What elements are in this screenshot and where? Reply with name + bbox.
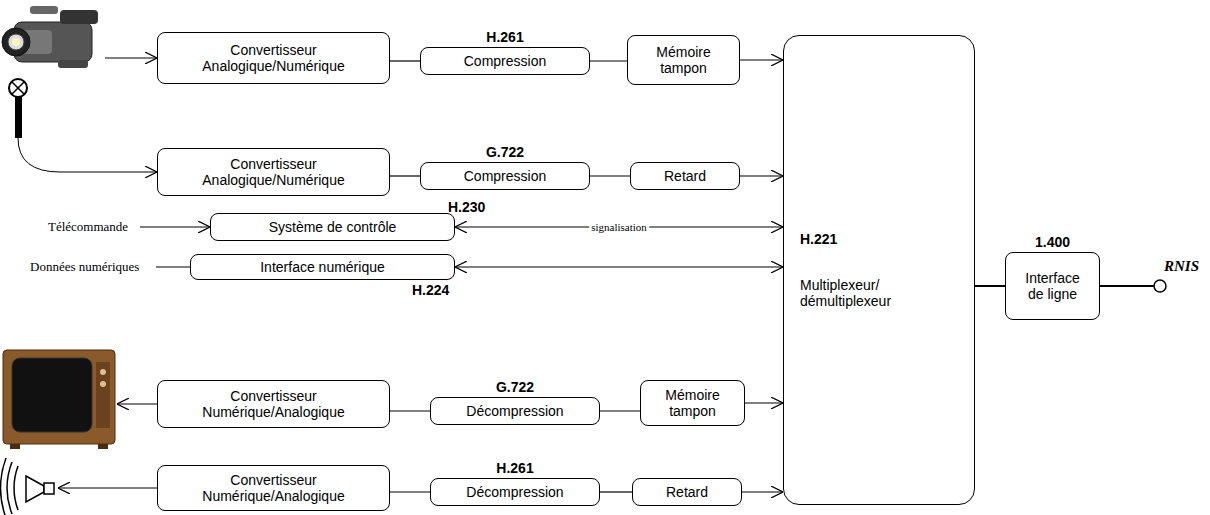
connector xyxy=(740,175,783,176)
text-block: Interface numérique xyxy=(260,259,385,275)
buffer-box: Mémoire tampon xyxy=(627,35,740,85)
decompression-box: DécompressionH.261 xyxy=(430,478,600,506)
box-text: Interface de ligne xyxy=(1017,270,1089,302)
input-line xyxy=(156,267,190,268)
box-text: Mémoire tampon xyxy=(644,44,724,76)
box-text: Convertisseur Analogique/Numérique xyxy=(179,42,369,74)
text-block: Convertisseur Numérique/Analogique xyxy=(179,388,369,420)
text-block: Retard xyxy=(664,168,706,184)
input-arrow xyxy=(140,227,210,228)
converter-box: Convertisseur Analogique/Numérique xyxy=(157,148,390,196)
input-label: Télécommande xyxy=(48,219,128,235)
box-text: Décompression xyxy=(466,403,563,419)
box-text: Convertisseur Analogique/Numérique xyxy=(179,156,369,188)
text-block: Convertisseur Analogique/Numérique xyxy=(179,156,369,188)
box-text: Convertisseur Numérique/Analogique xyxy=(179,388,369,420)
connector xyxy=(390,410,430,411)
compression-box: CompressionG.722 xyxy=(420,162,590,190)
network-terminal xyxy=(1154,280,1166,292)
standard-label: H.230 xyxy=(448,199,485,215)
converter-box: Convertisseur Analogique/Numérique xyxy=(157,32,390,84)
standard-label: H.224 xyxy=(412,282,449,298)
text-block: Mémoire tampon xyxy=(644,44,724,76)
box-text: H.221 xyxy=(800,231,930,247)
connector xyxy=(390,175,420,176)
text-block: Convertisseur Analogique/Numérique xyxy=(179,42,369,74)
connector xyxy=(742,491,783,492)
camera-icon xyxy=(2,6,98,68)
delay-box: Retard xyxy=(632,478,742,506)
box-text: Retard xyxy=(666,484,708,500)
connector xyxy=(600,410,640,411)
edge-label: signalisation xyxy=(589,221,649,233)
text-block: Décompression xyxy=(466,403,563,419)
connector xyxy=(455,266,783,267)
connector xyxy=(390,60,420,61)
text-block: Compression xyxy=(464,53,546,69)
speaker-icon xyxy=(1,458,55,515)
box-text: Décompression xyxy=(466,484,563,500)
box-text: Multiplexeur/ démultiplexeur xyxy=(800,277,930,309)
standard-label: H.261 xyxy=(496,460,533,476)
multiplexer-box: H.221Multiplexeur/ démultiplexeur xyxy=(783,35,975,505)
television-icon xyxy=(3,350,115,449)
connector xyxy=(590,60,627,61)
microphone-wire xyxy=(18,138,157,172)
text-block: Convertisseur Numérique/Analogique xyxy=(179,472,369,504)
line-interface-box: Interface de ligne1.400 xyxy=(1005,252,1100,320)
control-box: Système de contrôleH.230 xyxy=(210,213,455,241)
network-label: RNIS xyxy=(1164,258,1199,275)
box-text: Mémoire tampon xyxy=(653,387,733,419)
text-block: Compression xyxy=(464,168,546,184)
connector xyxy=(745,402,783,403)
decompression-box: DécompressionG.722 xyxy=(430,397,600,425)
delay-box: Retard xyxy=(630,162,740,190)
microphone-icon xyxy=(9,79,27,138)
output-arrow xyxy=(117,404,157,405)
input-arrow xyxy=(105,58,157,59)
box-text: Interface numérique xyxy=(260,259,385,275)
text-block: Mémoire tampon xyxy=(653,387,733,419)
text-block: Décompression xyxy=(466,484,563,500)
standard-label: G.722 xyxy=(486,144,524,160)
text-block: Interface de ligne xyxy=(1017,270,1089,302)
box-text: Compression xyxy=(464,53,546,69)
connector xyxy=(975,285,1005,287)
box-text: Système de contrôle xyxy=(269,219,397,235)
interface-box: Interface numériqueH.224 xyxy=(190,254,455,280)
network-line xyxy=(1100,285,1154,287)
connector xyxy=(390,491,430,492)
box-text: Retard xyxy=(664,168,706,184)
connector xyxy=(590,175,630,176)
buffer-box: Mémoire tampon xyxy=(640,380,745,426)
connector xyxy=(740,59,783,60)
connector xyxy=(600,491,632,492)
box-text: Compression xyxy=(464,168,546,184)
standard-label: 1.400 xyxy=(1035,234,1070,250)
output-arrow xyxy=(58,488,157,489)
box-text: Convertisseur Numérique/Analogique xyxy=(179,472,369,504)
standard-label: G.722 xyxy=(496,379,534,395)
text-block: Système de contrôle xyxy=(269,219,397,235)
input-label: Données numériques xyxy=(30,259,139,275)
converter-box: Convertisseur Numérique/Analogique xyxy=(157,380,390,428)
text-block: H.221Multiplexeur/ démultiplexeur xyxy=(800,231,930,309)
standard-label: H.261 xyxy=(486,29,523,45)
compression-box: CompressionH.261 xyxy=(420,47,590,75)
converter-box: Convertisseur Numérique/Analogique xyxy=(157,465,390,511)
text-block: Retard xyxy=(666,484,708,500)
